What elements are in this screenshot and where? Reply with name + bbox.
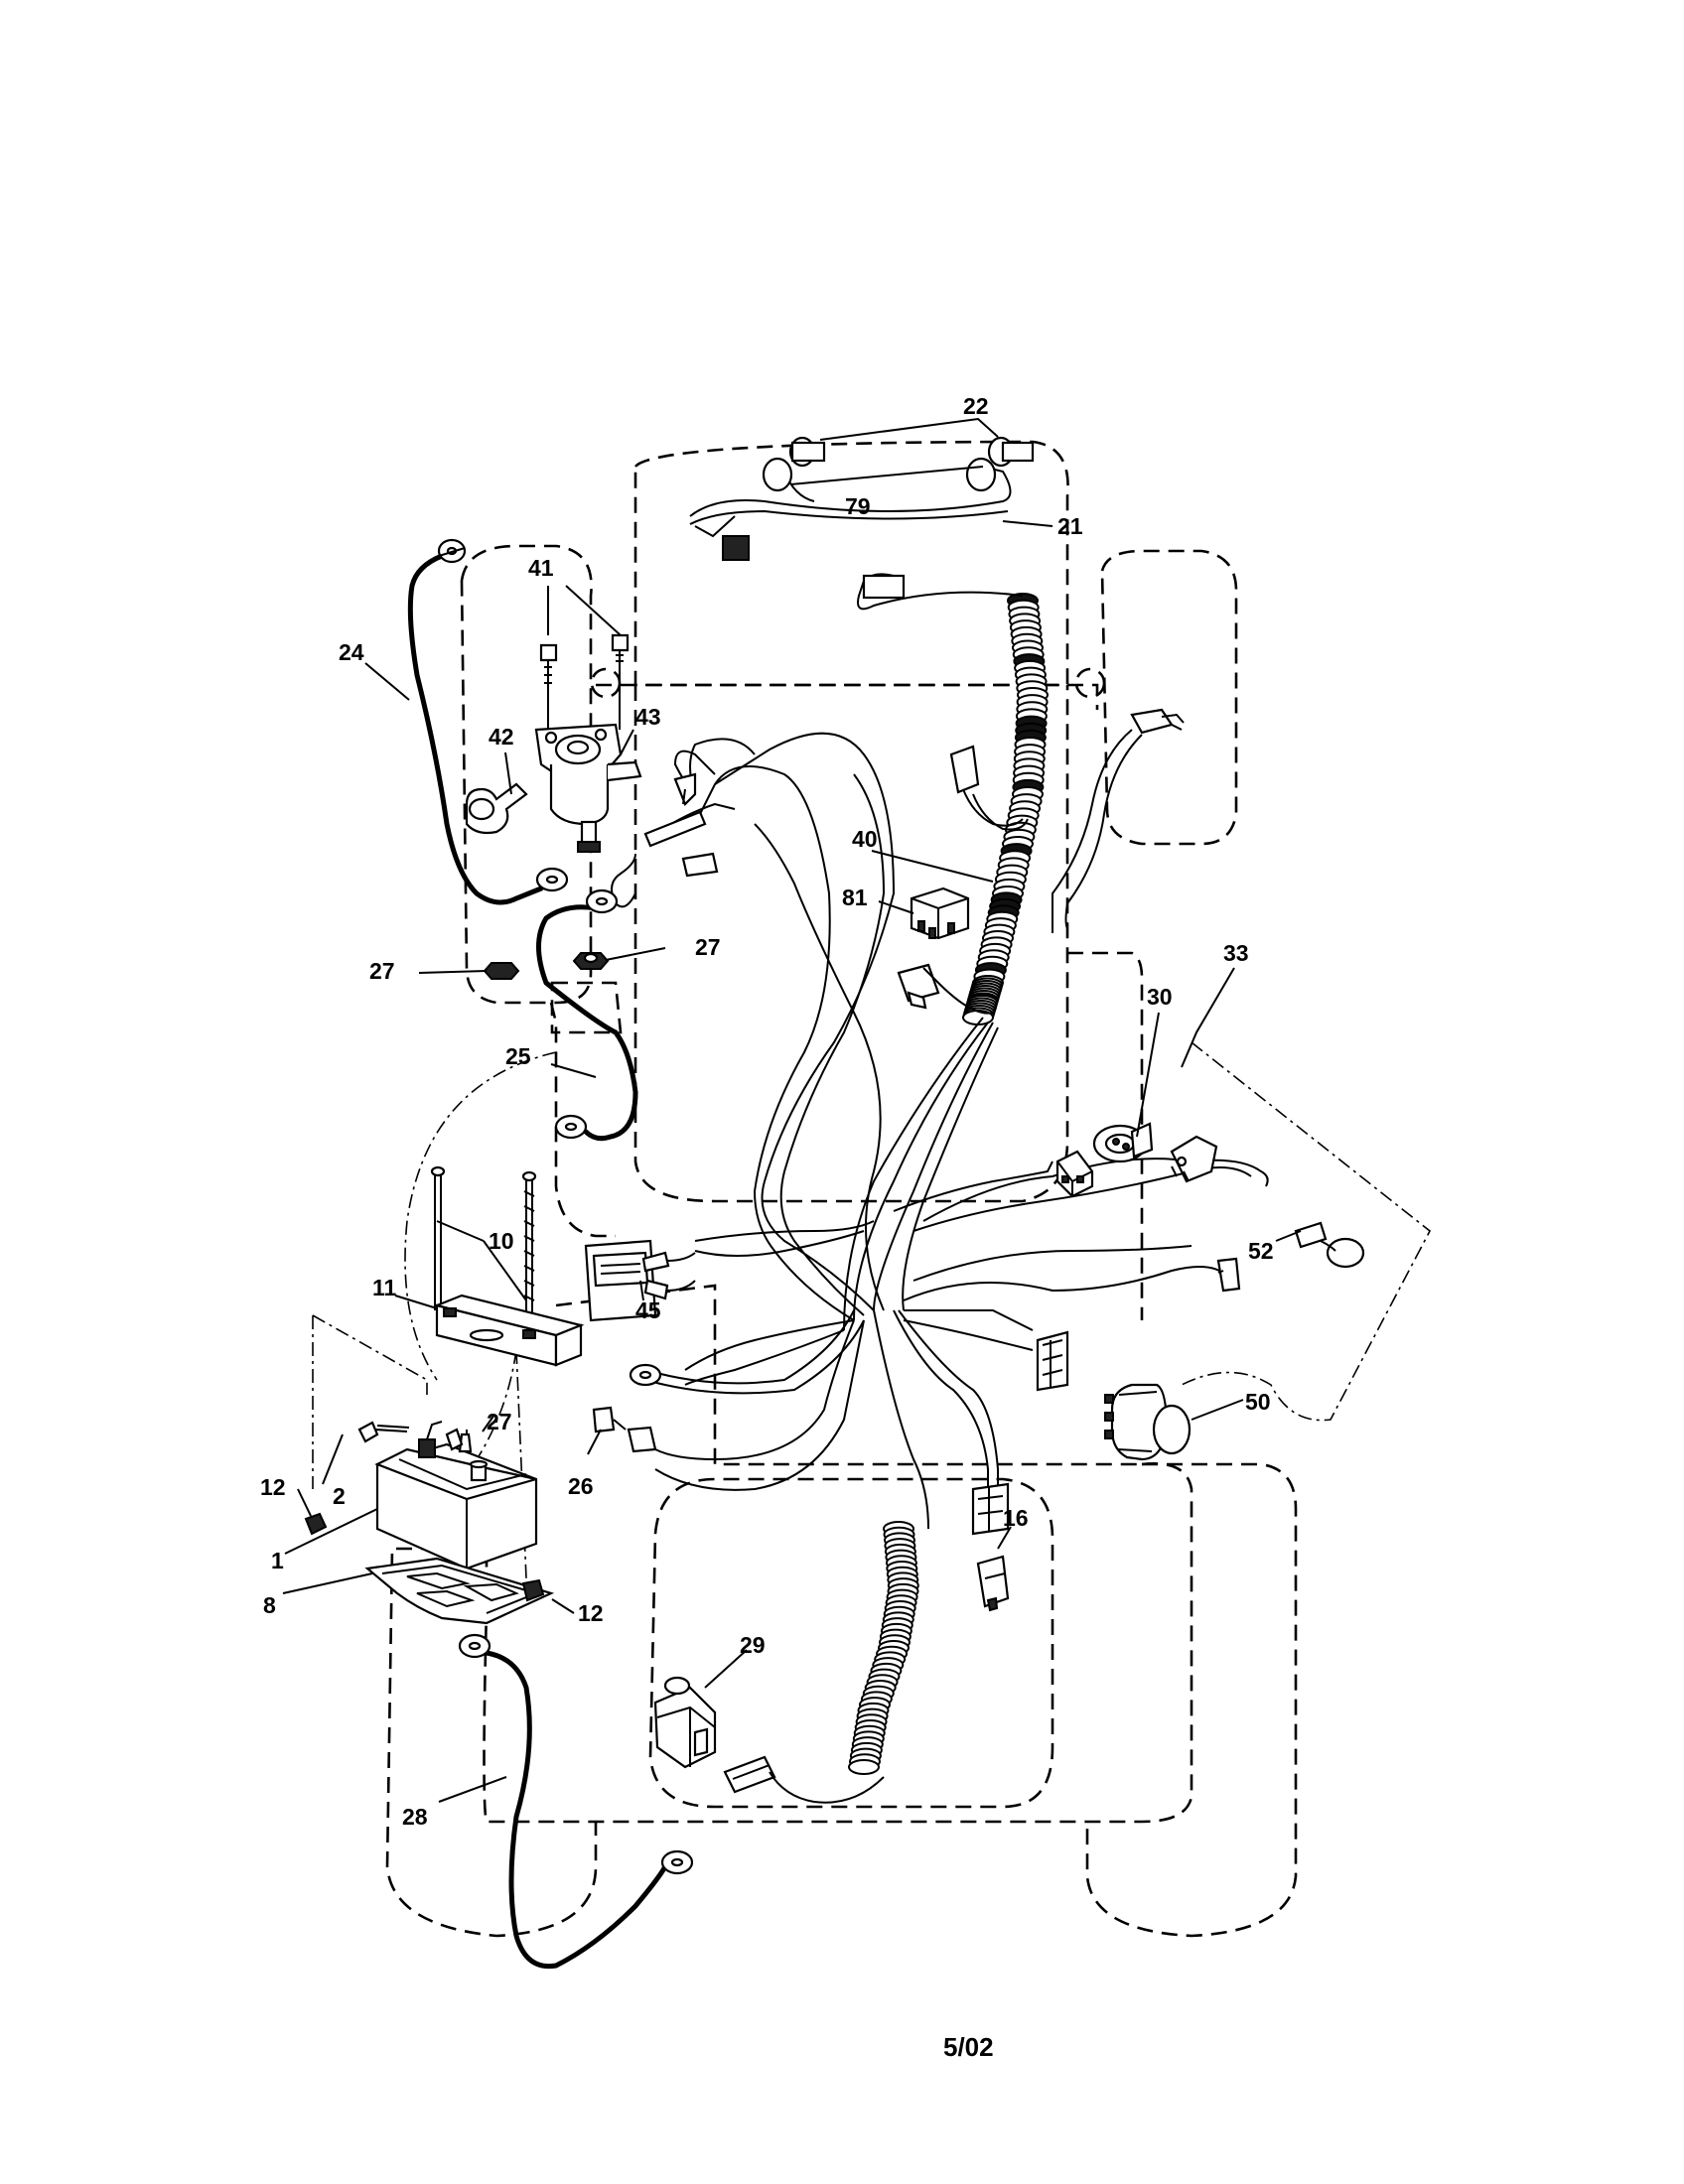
solenoid-bolts <box>539 633 630 730</box>
starter-solenoid <box>534 723 642 853</box>
key <box>1170 1135 1218 1183</box>
ignition-plug <box>1055 1150 1094 1198</box>
rear-connector <box>723 1755 885 1804</box>
battery <box>374 1421 538 1570</box>
leader-lines <box>282 417 1302 1803</box>
battery-cables <box>407 538 694 1970</box>
battery-tray <box>364 1557 555 1625</box>
callout-26: 26 <box>568 1473 594 1499</box>
hold-down-rods <box>430 1165 537 1335</box>
headlight-bulb-left <box>762 457 793 492</box>
callout-43: 43 <box>635 704 661 730</box>
callout-8: 8 <box>263 1592 276 1618</box>
callout-81: 81 <box>842 885 868 910</box>
callout-24: 24 <box>339 639 364 665</box>
bulb-connector <box>1216 1221 1365 1293</box>
relay <box>910 887 970 940</box>
callout-2: 2 <box>333 1483 346 1509</box>
fuse-holders <box>592 1406 657 1453</box>
nuts <box>483 952 610 980</box>
callout-27-battery: 27 <box>487 1409 512 1434</box>
ignition-switch <box>1092 1122 1154 1163</box>
callout-29: 29 <box>740 1632 766 1658</box>
callout-12-right: 12 <box>578 1600 604 1626</box>
battery-bolts <box>357 1421 473 1453</box>
ring-terminal <box>629 1363 662 1387</box>
conduit-coil <box>848 1759 880 1775</box>
callout-21: 21 <box>1057 513 1083 539</box>
terminal-boot <box>465 782 528 835</box>
retainer-clips <box>304 1512 545 1602</box>
callout-52: 52 <box>1248 1238 1274 1264</box>
callout-79: 79 <box>845 493 871 519</box>
main-harness-conduit <box>962 593 1049 1025</box>
callout-41: 41 <box>528 555 554 581</box>
reverse-switch-connectors <box>971 1330 1069 1612</box>
callout-11: 11 <box>372 1275 397 1300</box>
side-connectors <box>949 708 1185 933</box>
hold-down-bracket <box>433 1294 585 1367</box>
callout-1: 1 <box>271 1548 284 1573</box>
callout-50: 50 <box>1245 1389 1271 1415</box>
connector-block <box>897 963 994 1015</box>
callout-16: 16 <box>1003 1505 1029 1531</box>
pto-switch <box>1104 1383 1192 1461</box>
callout-30: 30 <box>1147 984 1173 1010</box>
callout-45: 45 <box>635 1297 661 1323</box>
callout-25: 25 <box>505 1043 531 1069</box>
callout-33: 33 <box>1223 940 1249 966</box>
callout-28: 28 <box>402 1804 428 1830</box>
callout-27-right: 27 <box>695 934 721 960</box>
callout-40: 40 <box>852 826 878 852</box>
wire-bundle <box>611 573 1269 1530</box>
date-code: 5/02 <box>943 2032 994 2062</box>
callout-labels: 22 79 21 41 24 42 43 40 81 27 27 33 30 2… <box>260 393 1274 1830</box>
headlight-bulb-right <box>965 457 997 492</box>
seat-switch <box>653 1676 717 1769</box>
chassis-outlines <box>385 440 1298 1938</box>
rear-harness-conduit <box>848 1521 919 1775</box>
callout-22: 22 <box>963 393 989 419</box>
callout-42: 42 <box>489 724 514 750</box>
callout-10: 10 <box>489 1228 514 1254</box>
callout-12-left: 12 <box>260 1474 286 1500</box>
hour-meter <box>584 1239 696 1322</box>
callout-27-left: 27 <box>369 958 395 984</box>
